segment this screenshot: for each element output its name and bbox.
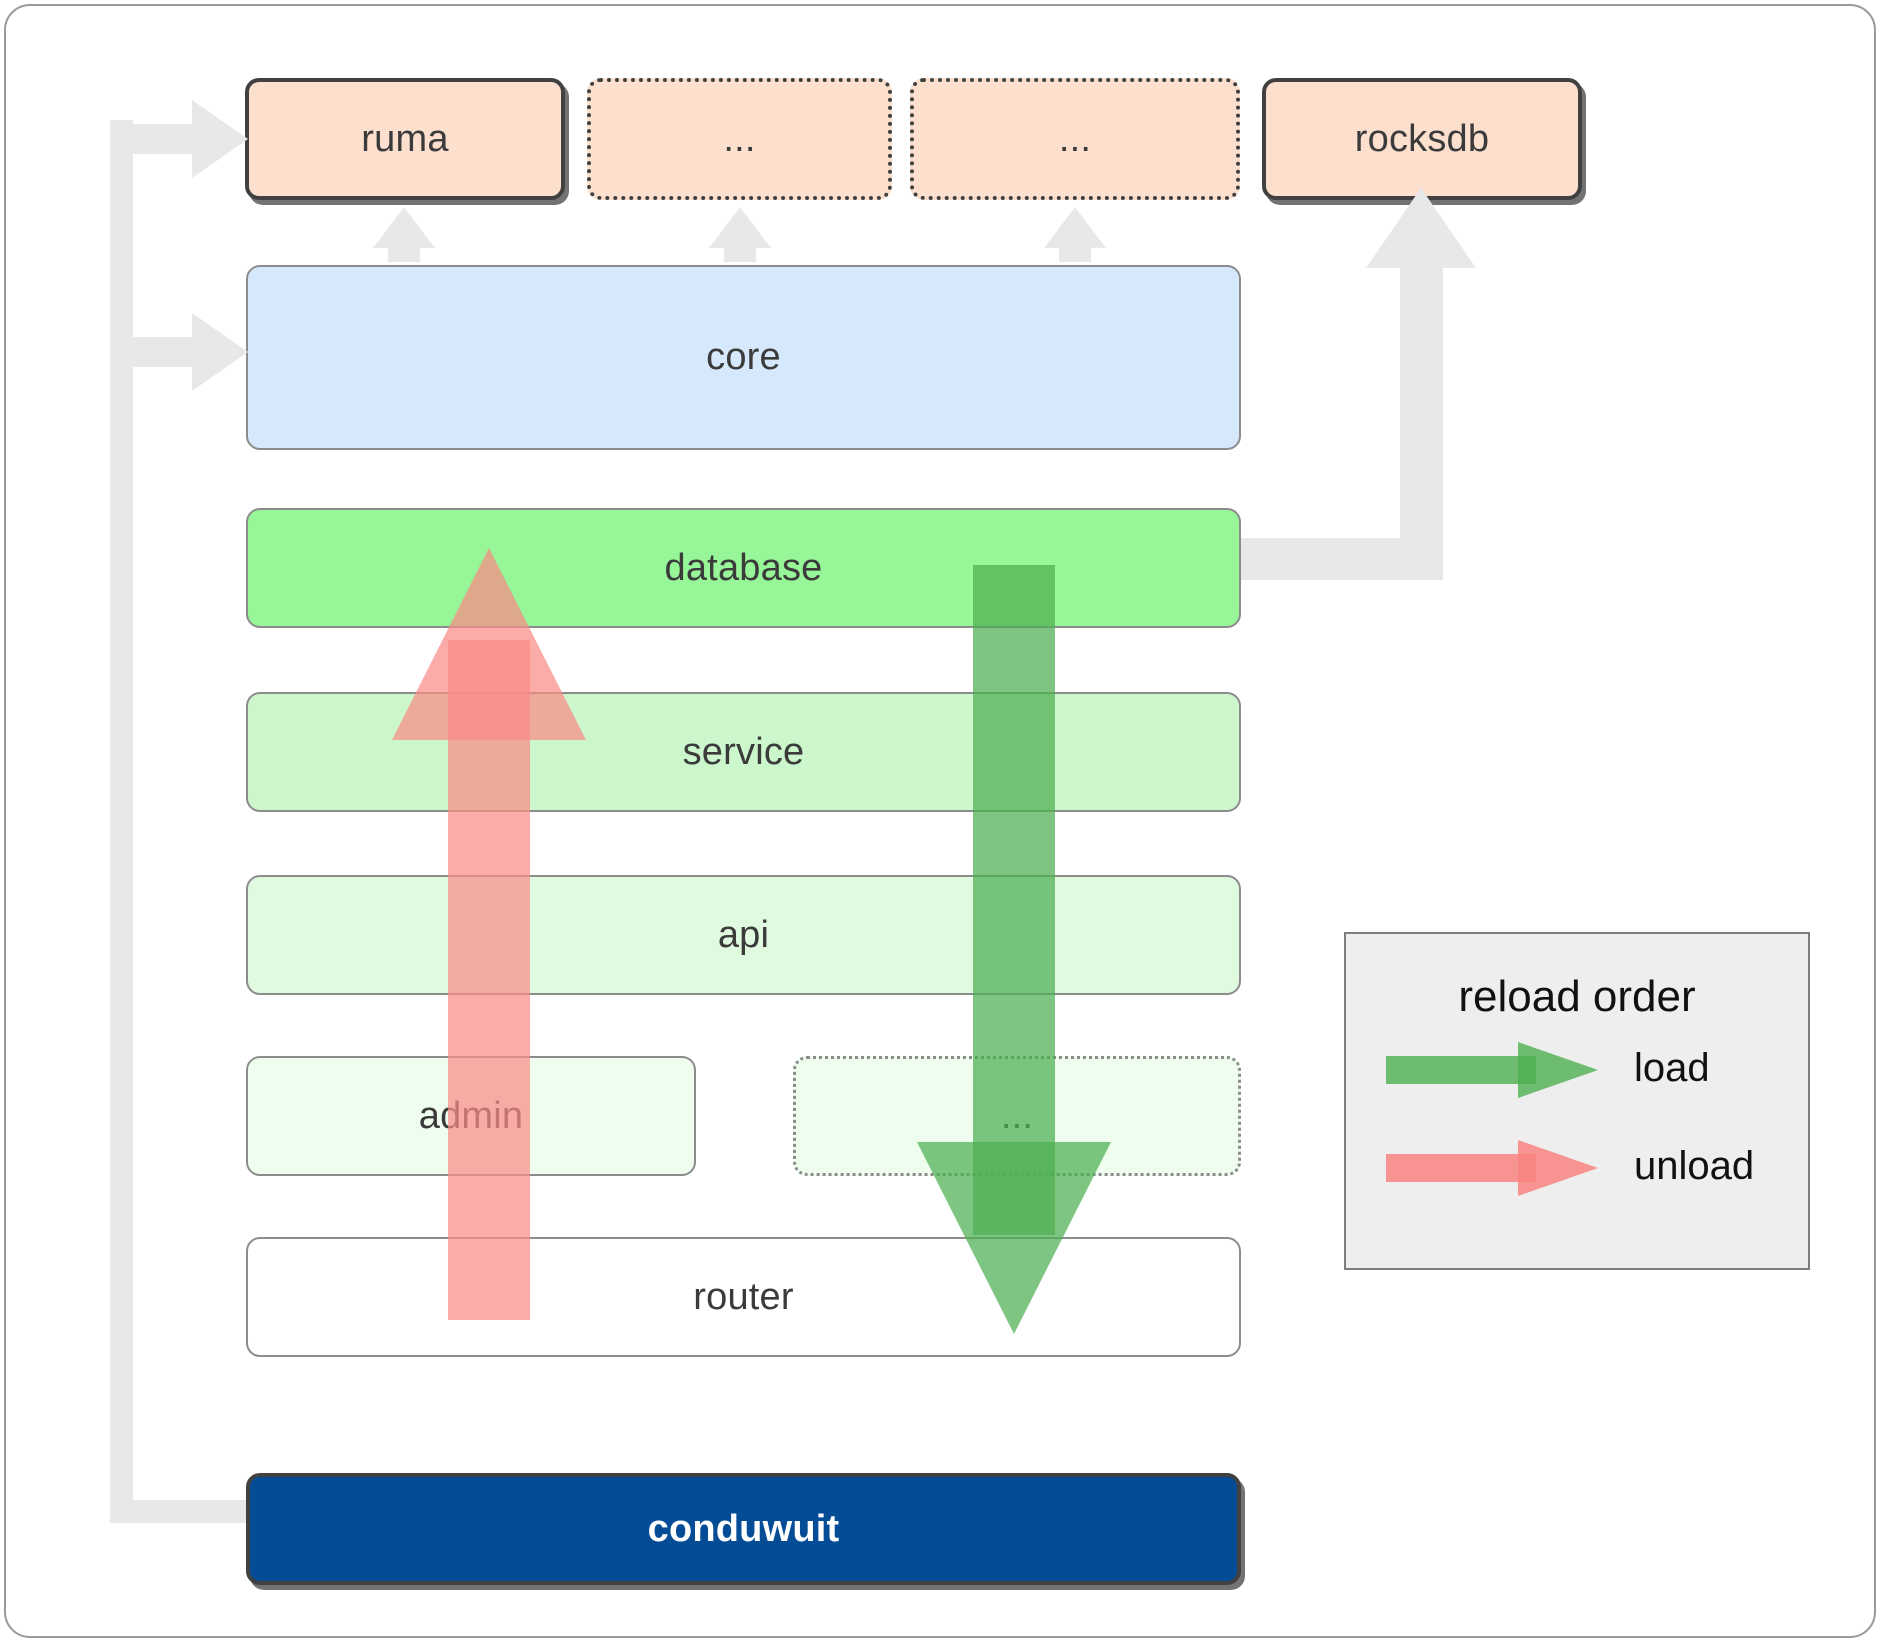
node-label: rocksdb [1354, 117, 1490, 160]
legend-load-arrow-icon [1386, 1042, 1598, 1098]
legend-label-load: load [1634, 1046, 1710, 1090]
node-api[interactable]: api [246, 875, 1241, 995]
legend-panel: reload order load unload [1344, 932, 1810, 1270]
legend-title: reload order [1458, 972, 1696, 1021]
node-dots-top-2[interactable]: ... [910, 78, 1240, 200]
node-admin[interactable]: admin [246, 1056, 696, 1176]
node-label: conduwuit [647, 1507, 840, 1550]
diagram-frame [4, 4, 1876, 1638]
legend-arrow-icons [1386, 1042, 1598, 1196]
node-conduwuit[interactable]: conduwuit [246, 1473, 1241, 1585]
node-dots-top-1[interactable]: ... [587, 78, 892, 200]
legend-label-unload: unload [1634, 1144, 1755, 1188]
node-label: ... [1000, 1094, 1034, 1137]
node-router[interactable]: router [246, 1237, 1241, 1357]
legend-unload-arrow-icon [1386, 1140, 1598, 1196]
node-label: core [706, 336, 781, 378]
node-label: service [682, 730, 805, 773]
node-label: ruma [361, 117, 449, 160]
node-label: ... [723, 117, 756, 160]
node-label: api [717, 913, 770, 956]
node-rocksdb[interactable]: rocksdb [1262, 78, 1582, 200]
node-label: database [664, 546, 823, 589]
node-database[interactable]: database [246, 508, 1241, 628]
node-service[interactable]: service [246, 692, 1241, 812]
node-label: router [693, 1275, 794, 1318]
node-dots-mid[interactable]: ... [793, 1056, 1241, 1176]
node-core[interactable]: core [246, 265, 1241, 450]
node-ruma[interactable]: ruma [245, 78, 565, 200]
node-label: admin [418, 1094, 524, 1137]
node-label: ... [1058, 117, 1092, 160]
